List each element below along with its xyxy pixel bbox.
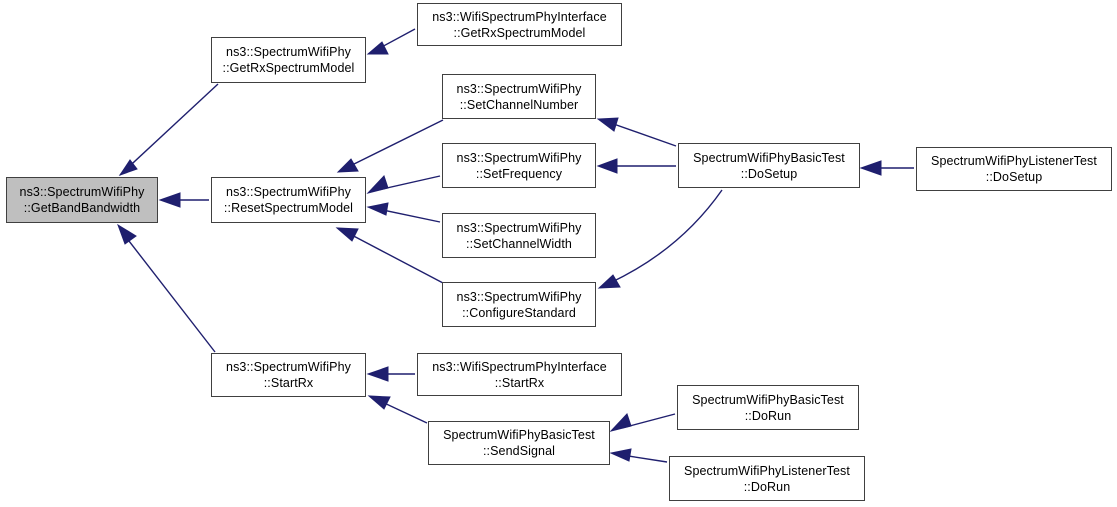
graph-node-basictest-dosetup[interactable]: SpectrumWifiPhyBasicTest::DoSetup	[678, 143, 860, 188]
graph-node-label-line1: ns3::SpectrumWifiPhy	[226, 45, 351, 59]
graph-edge-basictest-dosetup-to-setfrequency	[596, 158, 676, 174]
edge-arrowhead	[366, 202, 389, 216]
graph-edge-setchannelnumber-to-resetspectrummodel	[336, 119, 444, 173]
graph-node-label-line1: SpectrumWifiPhyBasicTest	[692, 392, 844, 407]
graph-node-label-line1: ns3::WifiSpectrumPhyInterface	[432, 359, 607, 374]
graph-edge-listenertest-dorun-to-sendsignal	[609, 448, 668, 463]
edge-arrowhead	[609, 413, 632, 432]
graph-edge-resetspectrummodel-to-getbandbandwidth	[158, 192, 209, 208]
graph-node-label-line2: ::SendSignal	[482, 444, 556, 458]
edge-arrowhead	[117, 223, 137, 245]
edge-arrowhead	[859, 160, 882, 176]
graph-node-setchannelnumber[interactable]: ns3::SpectrumWifiPhy::SetChannelNumber	[442, 74, 596, 119]
graph-node-label-line2: ::GetRxSpectrumModel	[222, 61, 355, 75]
graph-edge-listenertest-dosetup-to-basictest-dosetup	[859, 160, 914, 176]
graph-node-label-line1: SpectrumWifiPhyListenerTest	[931, 154, 1097, 168]
edge-arrowhead	[335, 227, 359, 242]
graph-edge-basictest-dorun-to-sendsignal	[609, 413, 676, 432]
graph-node-setfrequency[interactable]: ns3::SpectrumWifiPhy::SetFrequency	[442, 143, 596, 188]
edge-line	[621, 413, 676, 429]
graph-node-label-line1: ns3::SpectrumWifiPhy	[226, 360, 351, 374]
graph-node-label-line2: ::ResetSpectrumModel	[223, 201, 354, 215]
graph-node-label-line1: ns3::SpectrumWifiPhy	[226, 185, 351, 199]
edge-arrowhead	[366, 366, 389, 382]
edge-line	[347, 119, 444, 168]
graph-node-configurestandard[interactable]: ns3::SpectrumWifiPhy::ConfigureStandard	[442, 282, 596, 327]
edge-line	[377, 28, 416, 50]
edge-line	[119, 83, 219, 176]
graph-node-label-line2: ::StartRx	[263, 376, 314, 390]
edge-arrowhead	[366, 41, 389, 55]
graph-edge-getrxspectrummodel-iface-to-getrxspectrummodel-phy	[366, 28, 416, 55]
graph-edge-getrxspectrummodel-phy-to-getbandbandwidth	[118, 83, 219, 176]
edge-line	[609, 189, 723, 284]
graph-node-label-line1: SpectrumWifiPhyListenerTest	[684, 463, 850, 478]
graph-node-label-line2: ::SetChannelWidth	[466, 236, 572, 251]
graph-node-basictest-dorun[interactable]: SpectrumWifiPhyBasicTest::DoRun	[677, 385, 859, 430]
graph-node-startrx-iface[interactable]: ns3::WifiSpectrumPhyInterface::StartRx	[417, 353, 622, 396]
edge-arrowhead	[366, 175, 389, 194]
graph-node-sendsignal[interactable]: SpectrumWifiPhyBasicTest::SendSignal	[428, 421, 610, 465]
graph-edge-sendsignal-to-startrx-phy	[367, 395, 428, 424]
graph-node-label-line1: ns3::SpectrumWifiPhy	[19, 185, 145, 199]
graph-node-listenertest-dorun[interactable]: SpectrumWifiPhyListenerTest::DoRun	[669, 456, 865, 501]
graph-node-label-line1: SpectrumWifiPhyBasicTest	[443, 428, 595, 442]
graph-edge-basictest-dosetup-to-configurestandard	[597, 189, 723, 289]
graph-node-label-line1: ns3::WifiSpectrumPhyInterface	[432, 9, 607, 24]
graph-node-label-line2: ::GetRxSpectrumModel	[453, 25, 586, 40]
edge-line	[379, 400, 428, 424]
edge-arrowhead	[596, 117, 619, 132]
graph-node-label-line2: ::DoRun	[743, 479, 791, 494]
edge-line	[621, 454, 668, 463]
edge-line	[377, 208, 441, 223]
graph-node-label-line1: SpectrumWifiPhyBasicTest	[693, 150, 845, 165]
graph-edge-setchannelwidth-to-resetspectrummodel	[366, 202, 441, 223]
edge-arrowhead	[118, 159, 138, 176]
graph-node-listenertest-dosetup[interactable]: SpectrumWifiPhyListenerTest::DoSetup	[916, 147, 1112, 191]
graph-edge-startrx-iface-to-startrx-phy	[366, 366, 415, 382]
graph-node-label-line2: ::DoSetup	[740, 166, 798, 181]
graph-node-getrxspectrummodel-phy[interactable]: ns3::SpectrumWifiPhy::GetRxSpectrumModel	[211, 37, 366, 83]
edge-line	[607, 121, 677, 147]
edge-arrowhead	[596, 158, 618, 174]
graph-node-label-line1: ns3::SpectrumWifiPhy	[456, 150, 582, 165]
graph-node-resetspectrummodel[interactable]: ns3::SpectrumWifiPhy::ResetSpectrumModel	[211, 177, 366, 223]
graph-node-label-line2: ::ConfigureStandard	[462, 305, 576, 320]
edge-arrowhead	[367, 395, 391, 410]
graph-node-label-line2: ::DoSetup	[985, 170, 1043, 184]
graph-node-label-line2: ::StartRx	[494, 375, 545, 390]
edge-arrowhead	[158, 192, 181, 208]
graph-node-setchannelwidth[interactable]: ns3::SpectrumWifiPhy::SetChannelWidth	[442, 213, 596, 258]
graph-node-getbandbandwidth[interactable]: ns3::SpectrumWifiPhy::GetBandBandwidth	[6, 177, 158, 223]
graph-node-label-line1: ns3::SpectrumWifiPhy	[456, 289, 582, 304]
graph-node-label-line2: ::DoRun	[744, 408, 792, 423]
edge-arrowhead	[336, 158, 359, 173]
graph-node-label-line2: ::SetChannelNumber	[459, 97, 579, 112]
graph-edge-configurestandard-to-resetspectrummodel	[335, 227, 444, 284]
graph-node-label-line1: ns3::SpectrumWifiPhy	[456, 220, 582, 235]
graph-node-label-line2: ::SetFrequency	[475, 166, 563, 181]
graph-edge-startrx-phy-to-getbandbandwidth	[117, 223, 216, 353]
graph-edge-setfrequency-to-resetspectrummodel	[366, 175, 441, 194]
edge-line	[121, 231, 216, 353]
edge-line	[377, 175, 441, 191]
graph-node-startrx-phy[interactable]: ns3::SpectrumWifiPhy::StartRx	[211, 353, 366, 397]
edge-arrowhead	[597, 274, 621, 289]
edge-arrowhead	[609, 448, 632, 462]
graph-node-getrxspectrummodel-iface[interactable]: ns3::WifiSpectrumPhyInterface::GetRxSpec…	[417, 3, 622, 46]
graph-edge-basictest-dosetup-to-setchannelnumber	[596, 117, 677, 147]
edge-line	[345, 231, 444, 284]
graph-node-label-line1: ns3::SpectrumWifiPhy	[456, 81, 582, 96]
graph-node-label-line2: ::GetBandBandwidth	[23, 201, 141, 215]
